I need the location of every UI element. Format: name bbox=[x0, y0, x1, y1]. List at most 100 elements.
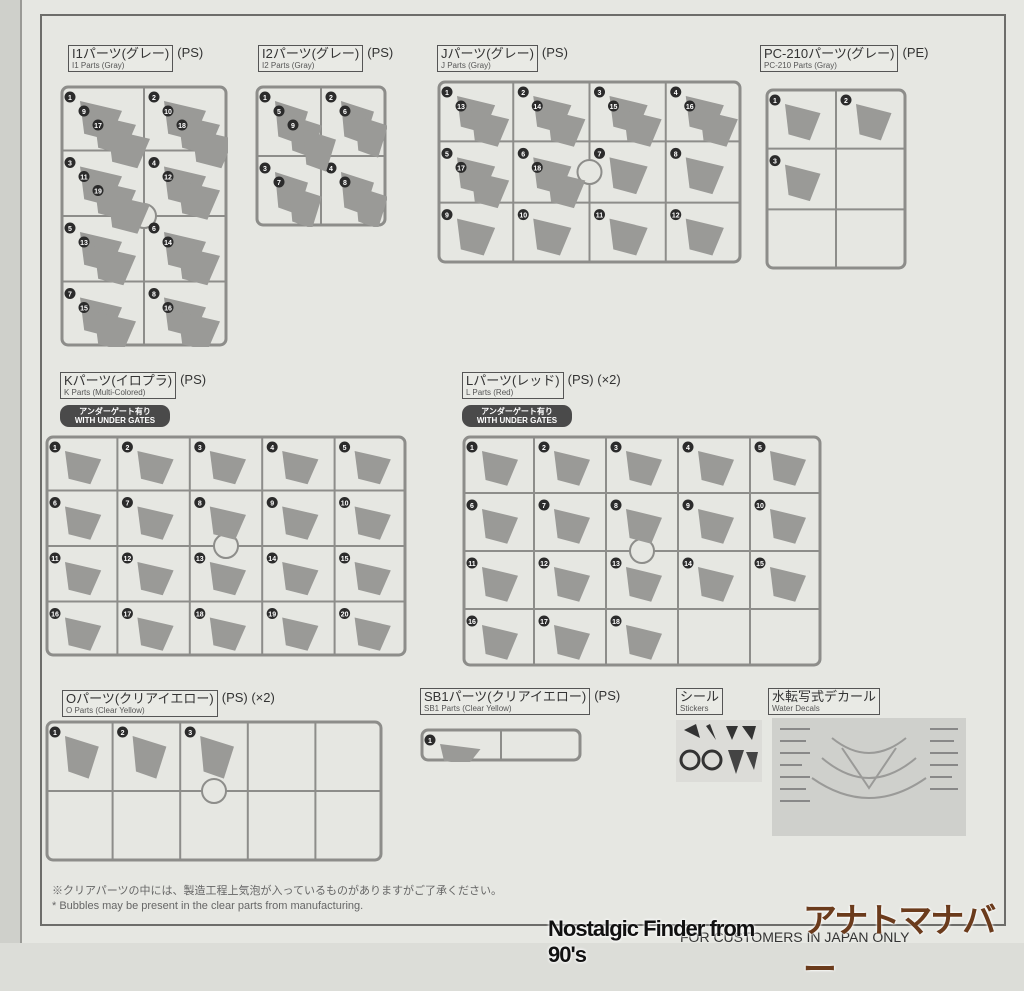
part-number-marker bbox=[162, 236, 174, 248]
part-number-marker bbox=[266, 552, 278, 564]
title-en: J Parts (Gray) bbox=[441, 61, 491, 70]
part-number: 10 bbox=[756, 503, 764, 510]
part-shape bbox=[209, 506, 246, 540]
part-shape bbox=[770, 509, 806, 544]
part-number-marker bbox=[64, 157, 76, 168]
part-shape bbox=[856, 104, 892, 141]
part-number: 13 bbox=[196, 556, 204, 563]
part-number: 9 bbox=[270, 501, 274, 508]
part-number: 8 bbox=[614, 503, 618, 510]
part-number-marker bbox=[121, 497, 133, 508]
header-o: Oパーツ(クリアイエロー)O Parts (Clear Yellow) (PS)… bbox=[62, 690, 275, 717]
part-number-marker bbox=[339, 105, 351, 117]
part-number: 1 bbox=[470, 445, 474, 452]
part-shape bbox=[626, 625, 662, 660]
title-en: K Parts (Multi-Colored) bbox=[64, 388, 146, 397]
sprue-hub bbox=[201, 778, 227, 804]
part-number: 14 bbox=[533, 104, 541, 111]
part-number: 11 bbox=[468, 561, 476, 568]
part-number-marker bbox=[538, 615, 550, 627]
part-number-marker bbox=[273, 105, 285, 117]
part-number: 13 bbox=[457, 104, 465, 111]
part-number-marker bbox=[538, 441, 550, 453]
part-number: 4 bbox=[270, 445, 274, 452]
title-jp: I1パーツ(グレー) bbox=[72, 46, 170, 61]
part-shape bbox=[482, 625, 518, 660]
part-number: 13 bbox=[80, 240, 88, 247]
material: (PS) bbox=[541, 45, 568, 60]
part-shape bbox=[533, 218, 572, 256]
part-number-marker bbox=[64, 288, 76, 299]
header-j: Jパーツ(グレー)J Parts (Gray) (PS) bbox=[437, 45, 568, 72]
part-number-marker bbox=[64, 222, 76, 234]
part-number-marker bbox=[517, 86, 529, 98]
material: (PS) bbox=[180, 372, 207, 387]
part-shape bbox=[685, 218, 724, 256]
part-number: 17 bbox=[124, 612, 132, 619]
part-number-marker bbox=[441, 147, 453, 159]
part-number: 14 bbox=[164, 240, 172, 247]
part-number: 3 bbox=[198, 445, 202, 452]
part-number-marker bbox=[754, 499, 766, 511]
part-shape bbox=[209, 617, 246, 651]
part-number-marker bbox=[682, 441, 694, 453]
part-number-marker bbox=[49, 497, 61, 508]
part-number-marker bbox=[441, 86, 453, 98]
part-number: 6 bbox=[53, 501, 57, 508]
part-shape bbox=[626, 451, 662, 486]
part-number-marker bbox=[194, 552, 206, 564]
part-shape bbox=[547, 171, 586, 209]
watermark-logo: Nostalgic Finder from 90's アナトマナバー bbox=[548, 893, 1024, 991]
note-en: * Bubbles may be present in the clear pa… bbox=[52, 900, 364, 912]
part-number-marker bbox=[769, 155, 781, 167]
part-number: 5 bbox=[343, 445, 347, 452]
part-number: 17 bbox=[457, 165, 465, 172]
part-number: 8 bbox=[152, 292, 156, 299]
part-number: 1 bbox=[428, 738, 432, 745]
part-number: 9 bbox=[445, 213, 449, 220]
part-number: 16 bbox=[51, 612, 59, 619]
part-shape bbox=[354, 506, 391, 540]
part-shape bbox=[626, 509, 662, 544]
part-number: 19 bbox=[94, 189, 102, 196]
adjacent-page-edge bbox=[0, 0, 22, 943]
part-shape bbox=[137, 617, 174, 651]
part-shape bbox=[178, 311, 220, 347]
part-number-marker bbox=[184, 726, 196, 738]
part-number: 2 bbox=[329, 95, 333, 102]
part-shape bbox=[554, 509, 590, 544]
part-shape bbox=[685, 157, 724, 195]
part-shape bbox=[108, 194, 150, 234]
part-number-marker bbox=[287, 119, 299, 131]
part-number: 15 bbox=[756, 561, 764, 568]
part-number-marker bbox=[670, 147, 682, 159]
title-jp: PC-210パーツ(グレー) bbox=[764, 46, 895, 61]
part-number: 7 bbox=[542, 503, 546, 510]
header-pc210: PC-210パーツ(グレー)PC-210 Parts (Gray) (PE) bbox=[760, 45, 928, 72]
part-shape bbox=[699, 110, 738, 147]
part-number: 6 bbox=[470, 503, 474, 510]
part-number-marker bbox=[339, 552, 351, 564]
part-number: 2 bbox=[121, 730, 125, 737]
clear-parts-note: ※クリアパーツの中には、製造工程上気泡が入っているものがありますがご了承ください… bbox=[52, 884, 502, 914]
part-number-marker bbox=[610, 557, 622, 569]
part-number: 10 bbox=[519, 213, 527, 220]
part-number-marker bbox=[840, 94, 852, 106]
part-number: 1 bbox=[263, 95, 267, 102]
part-shape bbox=[440, 744, 481, 762]
part-number-marker bbox=[49, 441, 61, 453]
part-number: 18 bbox=[533, 165, 541, 172]
part-shape bbox=[471, 171, 510, 209]
watermark-en: Nostalgic Finder from 90's bbox=[548, 916, 755, 967]
part-number: 8 bbox=[198, 501, 202, 508]
parts-frame bbox=[40, 14, 1006, 926]
part-number-marker bbox=[670, 209, 682, 221]
part-shape bbox=[209, 562, 246, 596]
part-number-marker bbox=[594, 209, 605, 221]
part-number: 8 bbox=[343, 180, 347, 187]
part-number-marker bbox=[610, 615, 622, 627]
title-jp: SB1パーツ(クリアイエロー) bbox=[424, 689, 587, 704]
part-shape bbox=[457, 218, 496, 256]
